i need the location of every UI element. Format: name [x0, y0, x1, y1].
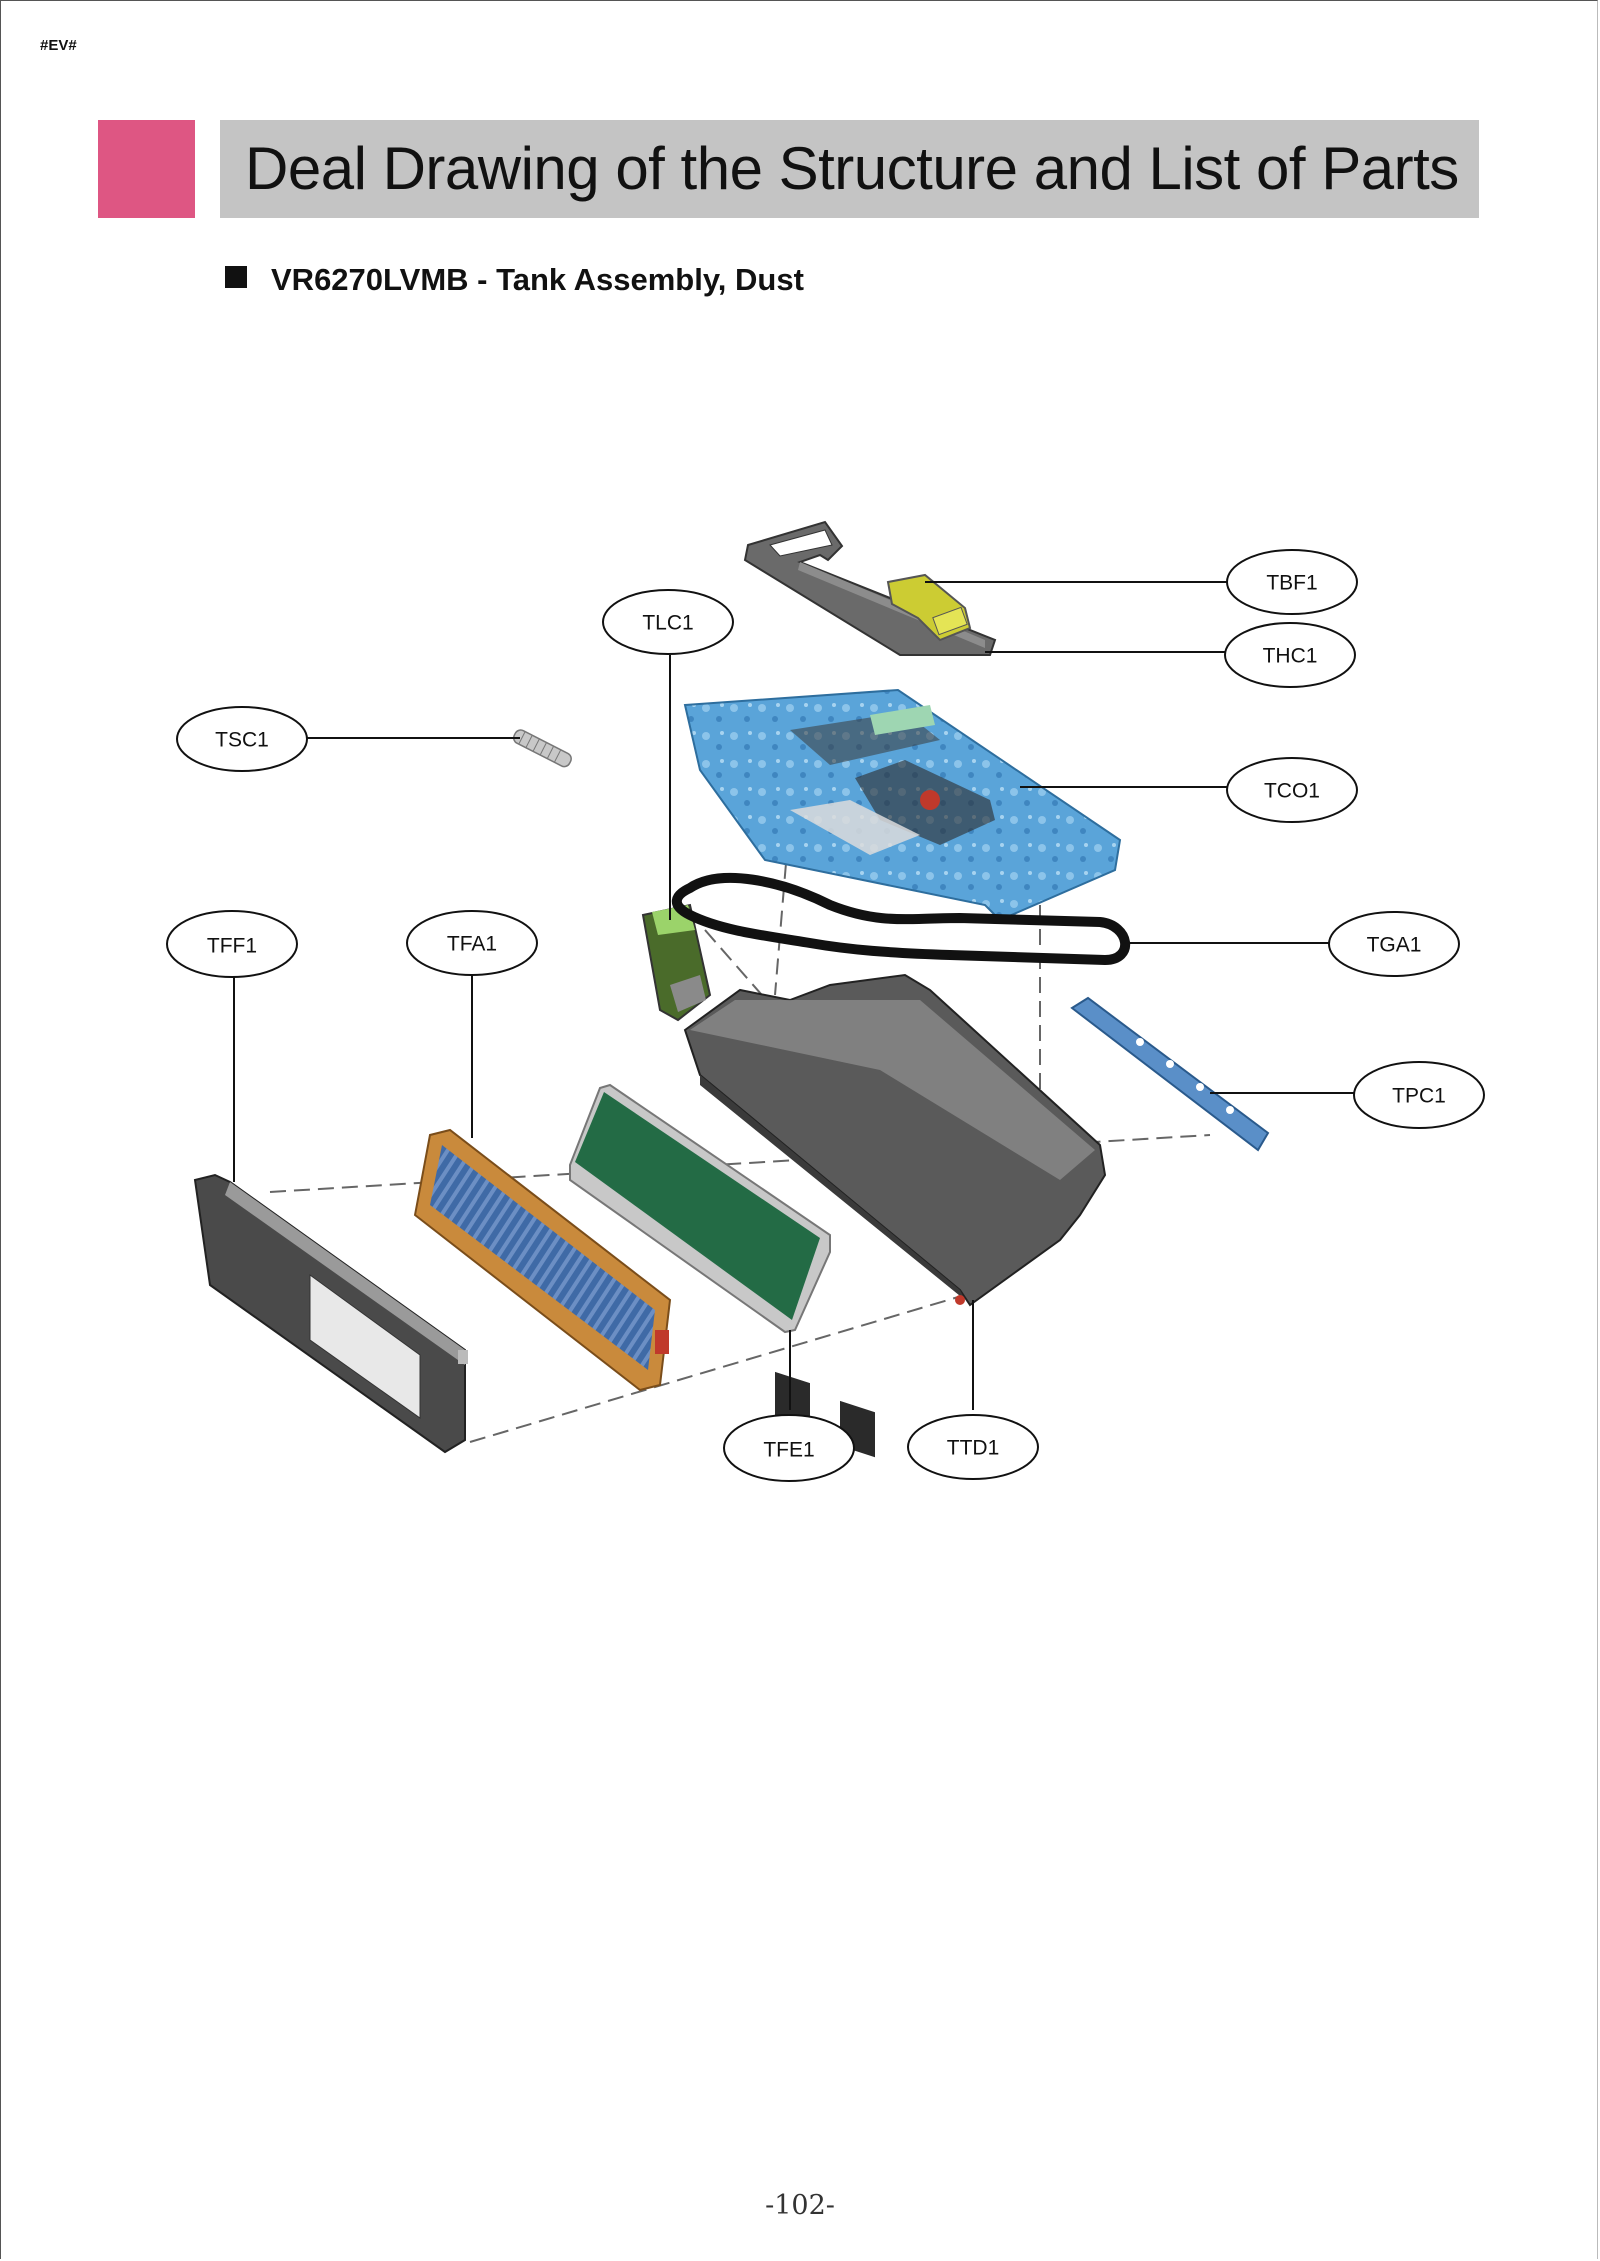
part-green-filter [569, 1083, 831, 1334]
callout-thc1 [1224, 622, 1356, 688]
part-cover [683, 688, 1122, 922]
callout-tbf1 [1226, 549, 1358, 615]
part-front-frame [193, 1173, 468, 1454]
page-title: Deal Drawing of the Structure and List o… [245, 135, 1459, 202]
part-gasket [671, 873, 1130, 966]
callout-tlc1 [602, 589, 734, 655]
callout-tsc1 [176, 706, 308, 772]
part-plate [1070, 996, 1270, 1152]
part-spring [512, 729, 572, 768]
callout-ttd1 [907, 1414, 1039, 1480]
section-heading: VR6270LVMB - Tank Assembly, Dust [225, 262, 804, 298]
callout-label-tpc1: TPC1 [1392, 1085, 1446, 1108]
leader-lines [233, 581, 1356, 1410]
callout-label-thc1: THC1 [1263, 645, 1318, 668]
callout-label-tsc1: TSC1 [215, 729, 269, 752]
callout-tfa1 [406, 910, 538, 976]
document-code: #EV# [40, 37, 77, 54]
title-accent-block [98, 120, 195, 218]
callout-label-tco1: TCO1 [1264, 780, 1320, 803]
callout-label-tfe1: TFE1 [763, 1439, 814, 1462]
part-button [886, 573, 972, 642]
callout-label-tff1: TFF1 [207, 935, 257, 958]
callout-label-tbf1: TBF1 [1266, 572, 1317, 595]
callout-tpc1 [1353, 1061, 1485, 1129]
callout-tga1 [1328, 911, 1460, 977]
callout-label-tlc1: TLC1 [642, 612, 693, 635]
part-hepa-filter [413, 1128, 672, 1392]
section-heading-text: VR6270LVMB - Tank Assembly, Dust [271, 262, 804, 297]
callouts [166, 549, 1485, 1482]
part-tank-body [683, 973, 1107, 1458]
page-number: -102- [765, 2190, 835, 2221]
bullet-square-icon [225, 266, 247, 288]
callout-label-ttd1: TTD1 [947, 1437, 1000, 1460]
callout-label-tga1: TGA1 [1367, 934, 1422, 957]
callout-tco1 [1226, 757, 1358, 823]
part-lever [641, 903, 712, 1022]
callout-tff1 [166, 910, 298, 978]
part-handle [743, 520, 997, 656]
title-bar: Deal Drawing of the Structure and List o… [220, 120, 1479, 218]
callout-label-tfa1: TFA1 [447, 933, 497, 956]
callout-tfe1 [723, 1414, 855, 1482]
